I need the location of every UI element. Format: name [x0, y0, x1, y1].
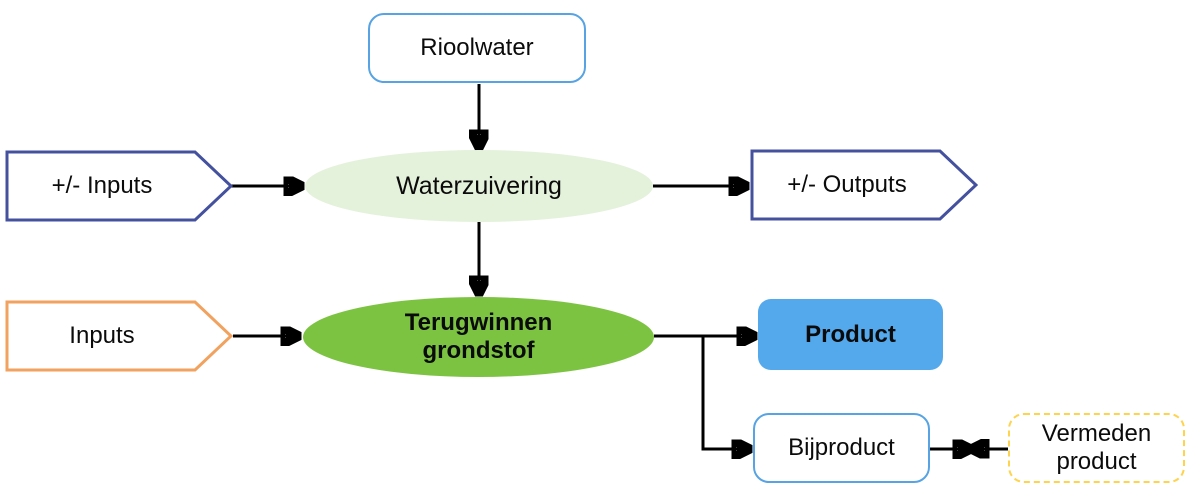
pentagon-shape-orange: [5, 300, 233, 372]
node-inputs: Inputs: [5, 300, 233, 372]
node-waterzuivering: Waterzuivering: [305, 150, 653, 222]
node-inputs-label: Inputs: [69, 322, 135, 349]
node-rioolwater-label: Rioolwater: [420, 34, 534, 62]
node-product: Product: [758, 299, 943, 370]
node-terugwinnen-grondstof: Terugwinnen grondstof: [303, 297, 654, 377]
node-vermeden-product-label: Vermeden product: [1041, 420, 1152, 475]
node-bijproduct: Bijproduct: [753, 413, 930, 483]
arrow-branch-to-bijproduct: [701, 336, 748, 449]
node-vermeden-product: Vermeden product: [1008, 413, 1185, 483]
node-rioolwater: Rioolwater: [368, 13, 586, 83]
node-inputs-plusminus: +/- Inputs: [5, 150, 233, 222]
node-inputs-plusminus-label: +/- Inputs: [51, 172, 153, 199]
node-bijproduct-label: Bijproduct: [788, 434, 895, 462]
node-waterzuivering-label: Waterzuivering: [396, 171, 562, 200]
node-outputs-plusminus: +/- Outputs: [750, 149, 978, 221]
node-terugwinnen-grondstof-label: Terugwinnen grondstof: [404, 309, 553, 364]
pentagon-shape-dark-blue: [5, 150, 233, 222]
node-product-label: Product: [805, 320, 896, 348]
node-outputs-plusminus-label: +/- Outputs: [787, 171, 907, 198]
pentagon-shape-dark-blue: [750, 149, 978, 221]
